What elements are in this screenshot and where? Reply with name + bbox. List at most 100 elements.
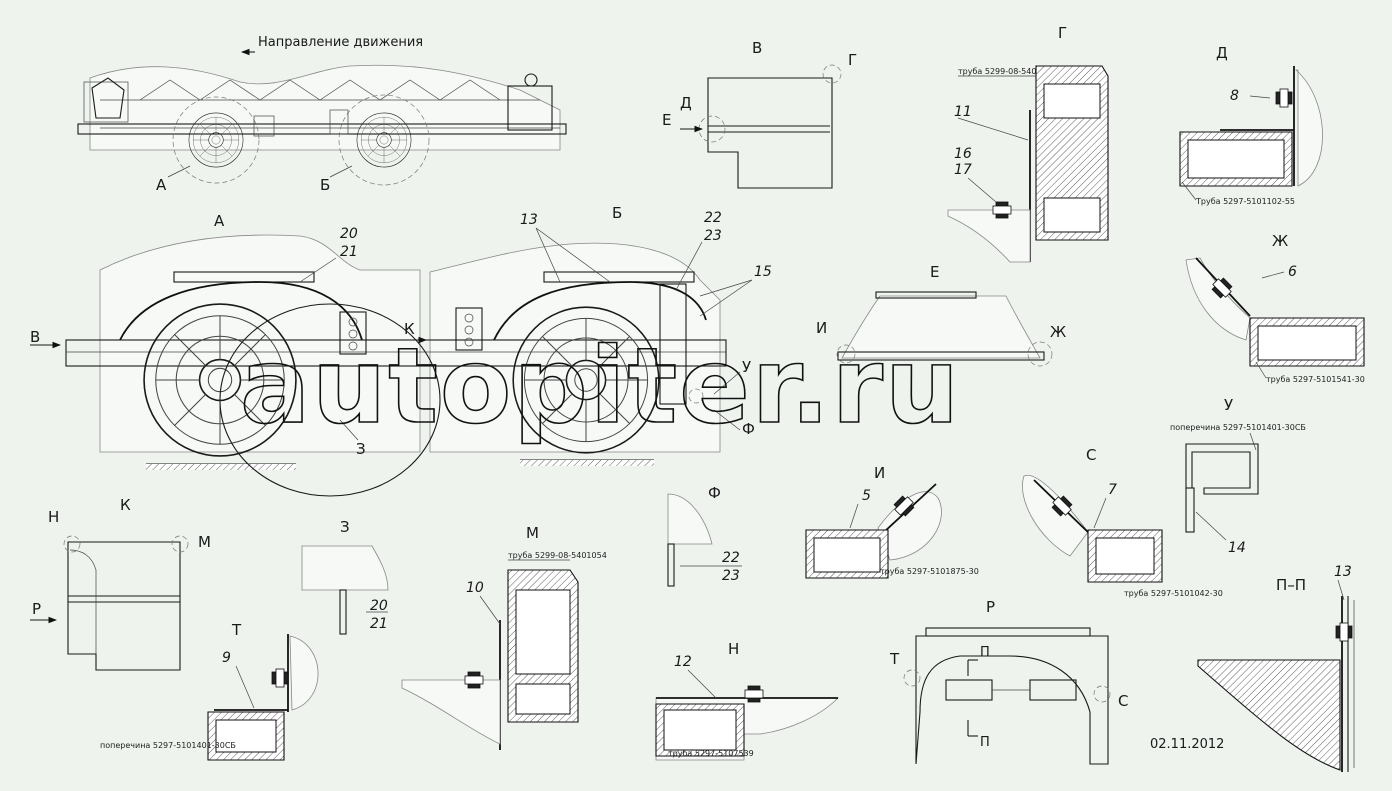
view-k-label-r: Р: [32, 600, 41, 618]
overview-label-b: Б: [320, 176, 330, 194]
view-v-label-e: Е: [662, 111, 671, 129]
light-block-a: [339, 311, 367, 355]
view-z: З 20 21: [301, 518, 389, 635]
view-s-pipe-note: труба 5297-5101042-30: [1124, 589, 1223, 598]
main-num-21: 21: [340, 244, 358, 260]
view-z-strip: [339, 589, 347, 635]
view-f-title: Ф: [708, 484, 721, 502]
view-e-label-i: И: [816, 319, 827, 337]
view-d: Д 8 Труба 5297-5101102-55: [1179, 44, 1323, 206]
view-r-label-t: Т: [889, 650, 900, 668]
view-i-title: И: [874, 464, 885, 482]
view-v-fender: [707, 77, 833, 189]
view-v-label-d: Д: [680, 94, 692, 112]
view-e: Е И Ж: [816, 263, 1066, 367]
light-block-b: [455, 307, 483, 351]
view-f-strip: [667, 543, 675, 587]
main-num-20: 20: [340, 226, 358, 242]
view-zh: Ж 6 труба 5297-5101541-30: [1185, 232, 1365, 384]
view-g-title: Г: [1058, 24, 1067, 42]
view-s: С 7 труба 5297-5101042-30: [1022, 446, 1223, 598]
main-arrow-k: К: [404, 320, 415, 338]
detail-callout-circle: [219, 303, 441, 497]
watermark: autopiter.ru: [240, 325, 961, 447]
view-n: Н 12 труба 5297-5107539: [655, 640, 839, 761]
direction-label: Направление движения: [258, 35, 423, 50]
overview-label-a: А: [156, 176, 167, 194]
view-n-title: Н: [728, 640, 739, 658]
view-pp-title: П–П: [1276, 576, 1306, 594]
main-label-a: А: [214, 212, 225, 230]
view-u-title: У: [1224, 396, 1233, 414]
drawing-date: 02.11.2012: [1150, 737, 1224, 752]
view-d-pipe-note: Труба 5297-5101102-55: [1195, 197, 1295, 206]
view-g: Г труба 5299-08-5401054 11 16 17: [947, 24, 1109, 263]
view-k: К Н М Р: [30, 496, 211, 671]
view-t-num-9: 9: [222, 650, 231, 666]
view-k-fender: [67, 541, 181, 671]
view-m-title: М: [526, 524, 539, 542]
view-t: Т 9 поперечина 5297-5101401-30СБ: [100, 621, 319, 761]
front-mechanism: [83, 81, 129, 123]
view-m-num-10: 10: [466, 580, 484, 596]
main-frame: [65, 339, 727, 367]
view-t-cross-note: поперечина 5297-5101401-30СБ: [100, 741, 236, 750]
view-u-cross-note: поперечина 5297-5101401-30СБ: [1170, 423, 1306, 432]
view-zh-pipe-note: труба 5297-5101541-30: [1266, 375, 1365, 384]
main-label-u: У: [742, 358, 751, 376]
view-r: Р П П Т С: [889, 598, 1128, 765]
trailer-body-outline: [89, 64, 561, 151]
view-r-title: Р: [986, 598, 995, 616]
view-v-label-g: Г: [848, 51, 857, 69]
main-view: А Б В К У Ф З 20 21 13: [30, 204, 772, 497]
view-z-num-21: 21: [370, 616, 388, 632]
view-u-num-14: 14: [1228, 540, 1246, 556]
view-pp-bolt: [1335, 622, 1353, 642]
view-d-title: Д: [1216, 44, 1228, 62]
view-k-label-m: М: [198, 533, 211, 551]
view-d-bolt: [1275, 88, 1293, 108]
overview-frame: [77, 123, 567, 135]
view-r-plate-left: [945, 679, 993, 701]
main-arrow-v: В: [30, 328, 40, 346]
view-n-pipe-note: труба 5297-5107539: [668, 749, 754, 758]
view-u: У поперечина 5297-5101401-30СБ 14: [1170, 396, 1306, 556]
view-g-num-16: 16: [954, 146, 972, 162]
overview-view: Направление движения А Б: [77, 35, 567, 194]
view-k-label-n: Н: [48, 508, 59, 526]
main-num-15: 15: [754, 264, 772, 280]
view-i-pipe-note: труба 5297-5101875-30: [880, 567, 979, 576]
main-body-b: [429, 242, 721, 453]
view-r-label-p-top: П: [980, 645, 990, 660]
view-f-num-23: 23: [722, 568, 740, 584]
main-label-f: Ф: [742, 420, 755, 438]
view-m: М труба 5299-08-5401054 10: [401, 524, 607, 750]
main-fender-a: [119, 281, 363, 341]
view-m-bolt: [464, 671, 484, 689]
view-t-title: Т: [231, 621, 242, 639]
view-pp-num-13: 13: [1334, 564, 1352, 580]
view-s-title: С: [1086, 446, 1096, 464]
view-r-fender: [915, 635, 1109, 765]
view-g-num-11: 11: [954, 104, 972, 120]
view-v: В Е Д Г: [662, 39, 857, 189]
view-n-bolt: [744, 685, 764, 703]
view-i: И 5 труба 5297-5101875-30: [805, 464, 979, 579]
view-d-fender: [1294, 69, 1323, 187]
view-zh-title: Ж: [1272, 232, 1288, 250]
view-pp-section: [1197, 659, 1341, 771]
main-num-22: 22: [704, 210, 722, 226]
view-r-label-s: С: [1118, 692, 1128, 710]
view-z-title: З: [340, 518, 350, 536]
view-r-label-p-bottom: П: [980, 735, 990, 750]
main-label-b: Б: [612, 204, 622, 222]
view-m-pipe-note: труба 5299-08-5401054: [508, 551, 607, 560]
view-n-num-12: 12: [674, 654, 692, 670]
view-pp: П–П 13: [1197, 564, 1355, 772]
view-v-title: В: [752, 39, 762, 57]
view-zh-num-6: 6: [1288, 264, 1297, 280]
mudflap-b: [659, 283, 687, 405]
view-e-title: Е: [930, 263, 939, 281]
